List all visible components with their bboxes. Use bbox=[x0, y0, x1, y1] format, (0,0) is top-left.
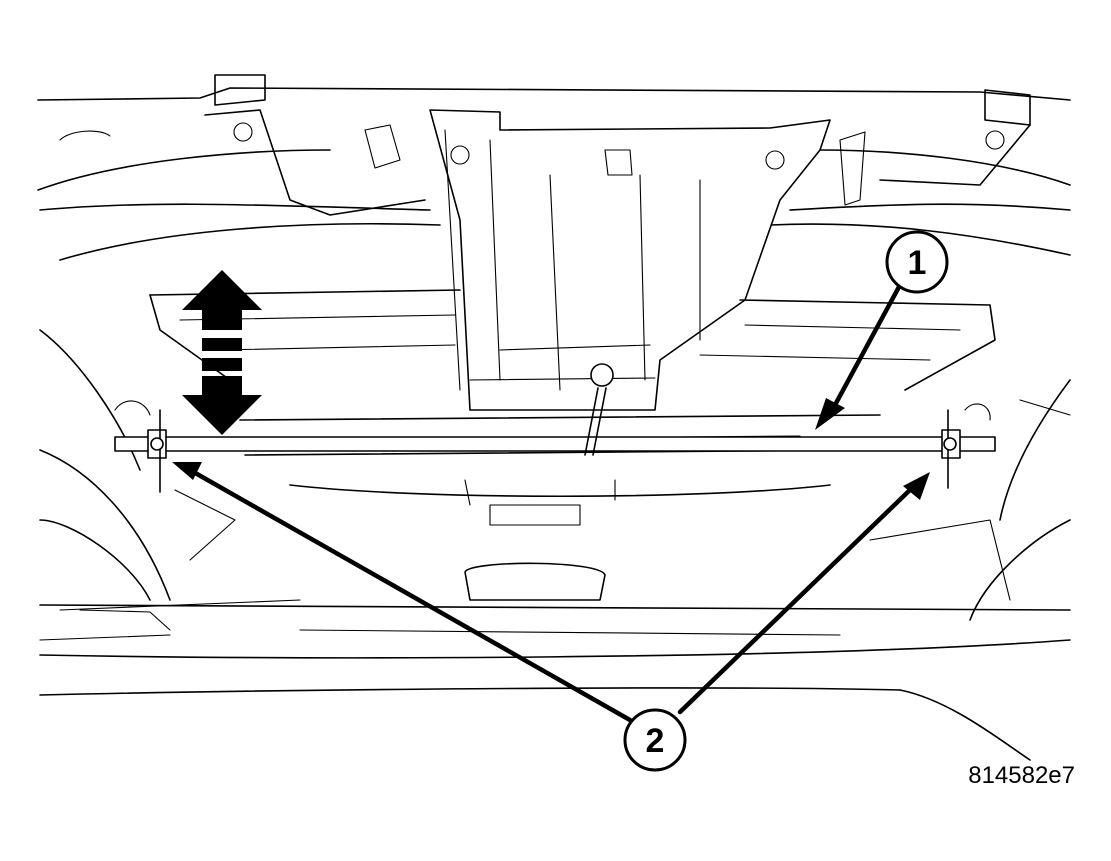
callout-1: 1 bbox=[885, 230, 949, 294]
support-bar bbox=[114, 363, 996, 493]
callout-2-label: 2 bbox=[646, 722, 665, 760]
callout-1-label: 1 bbox=[908, 244, 927, 282]
leader-lines bbox=[172, 282, 930, 723]
figure-id: 814582e7 bbox=[968, 762, 1075, 789]
up-down-arrow-icon bbox=[182, 270, 262, 435]
callout-2: 2 bbox=[623, 708, 687, 772]
vehicle-underbody bbox=[37, 74, 1071, 761]
